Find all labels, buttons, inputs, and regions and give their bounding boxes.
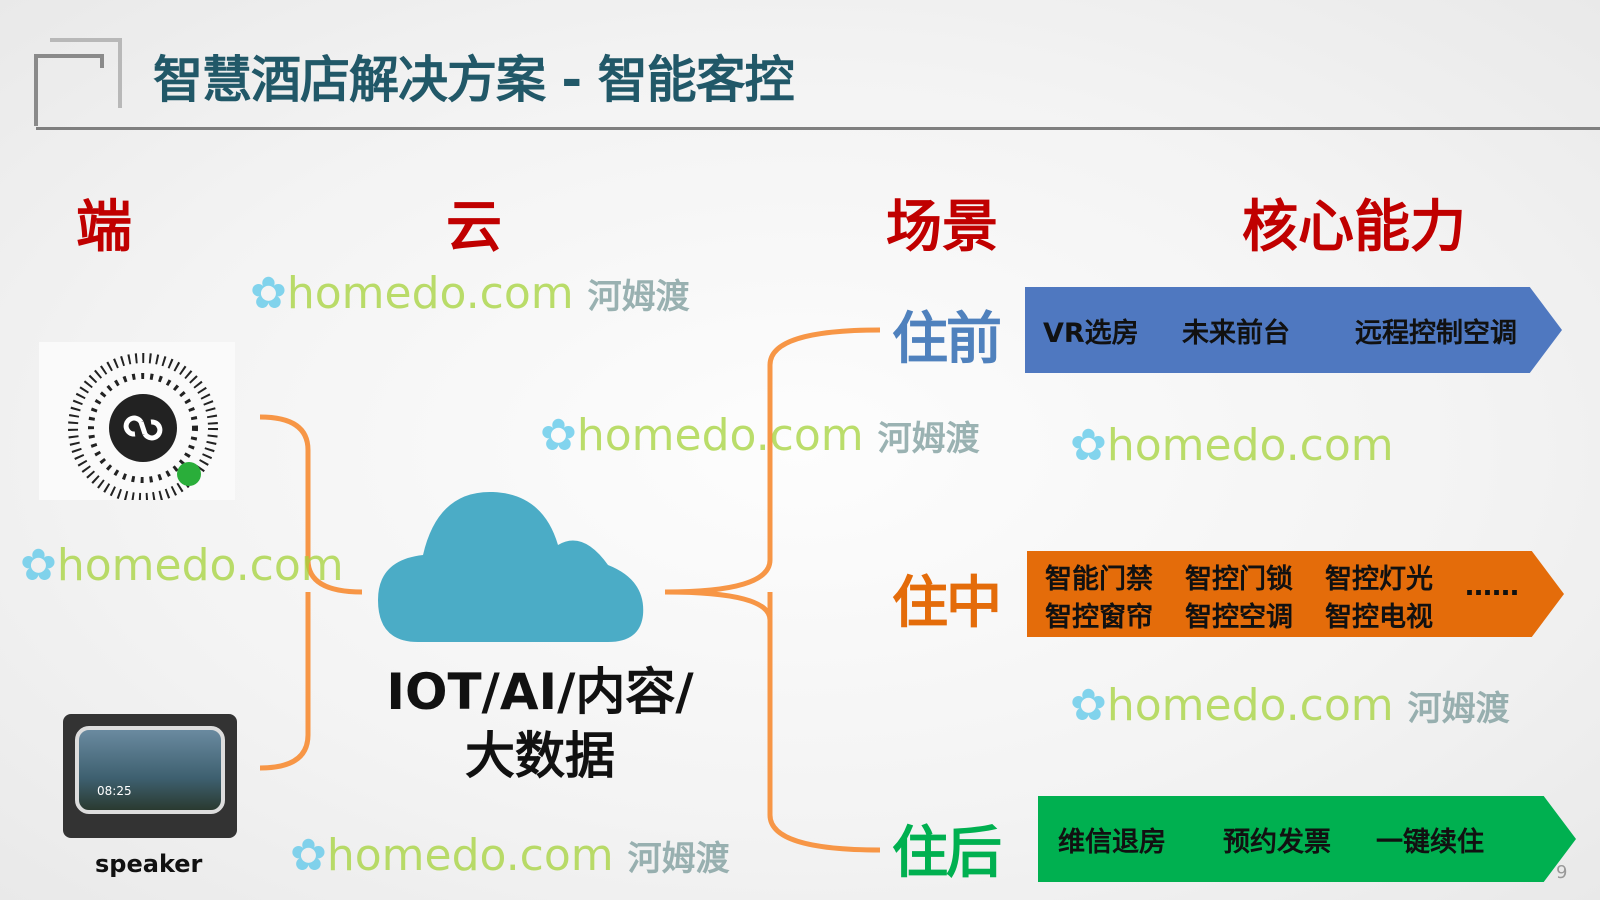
capability-item: 预约发票 (1223, 826, 1331, 858)
stage-label-during: 住中 (892, 571, 1002, 636)
slide-title: 智慧酒店解决方案 - 智能客控 (153, 51, 795, 109)
capability-item: 维信退房 (1058, 826, 1166, 858)
speaker-label: speaker (95, 850, 203, 878)
stage-bar-before: VR选房 未来前台 远程控制空调 (1025, 287, 1562, 373)
capability-item: 智控灯光 (1325, 564, 1433, 595)
cloud-icon (378, 491, 644, 642)
column-header-scenario: 场景 (886, 195, 998, 260)
capability-item: VR选房 (1043, 317, 1139, 349)
watermark: ✿homedo.com (1070, 420, 1394, 471)
capability-item: 智控门锁 (1185, 564, 1293, 595)
stage-label-before: 住前 (892, 307, 1002, 372)
stage-bar-during: 智能门禁 智控门锁 智控灯光 智控窗帘 智控空调 智控电视 …… (1027, 551, 1564, 637)
stage-label-after: 住后 (892, 821, 1002, 886)
capability-item: 智控电视 (1325, 602, 1433, 633)
more-ellipsis: …… (1465, 571, 1519, 602)
watermark: ✿homedo.com 河姆渡 (540, 410, 980, 461)
cloud-caption: IOT/AI/内容/ 大数据 (340, 660, 740, 788)
left-bracket (259, 414, 363, 771)
column-header-capability: 核心能力 (1242, 195, 1466, 260)
title-divider (36, 127, 1600, 130)
stage-bar-after: 维信退房 预约发票 一键续住 (1038, 796, 1576, 882)
column-header-terminal: 端 (76, 195, 132, 260)
speaker-clock: 08:25 (97, 784, 132, 798)
watermark: ✿homedo.com 河姆渡 (250, 268, 690, 319)
column-header-cloud: 云 (446, 195, 502, 260)
capability-item: 智控窗帘 (1045, 602, 1153, 633)
cloud-caption-line2: 大数据 (465, 727, 615, 785)
smart-speaker-image: 08:25 (63, 714, 237, 838)
capability-item: 远程控制空调 (1355, 317, 1517, 349)
capability-item: 智控空调 (1185, 602, 1293, 633)
right-bracket (664, 327, 881, 853)
corner-frame-icon (34, 38, 122, 126)
mini-program-qr-code (39, 342, 235, 503)
capability-item: 智能门禁 (1045, 564, 1153, 595)
capability-item: 未来前台 (1182, 317, 1290, 349)
page-number: 9 (1556, 862, 1568, 883)
watermark: ✿homedo.com 河姆渡 (1070, 680, 1510, 731)
watermark: ✿homedo.com 河姆渡 (290, 830, 730, 881)
watermark: ✿homedo.com (20, 540, 344, 591)
capability-item: 一键续住 (1376, 826, 1484, 858)
cloud-caption-line1: IOT/AI/内容/ (386, 663, 694, 721)
